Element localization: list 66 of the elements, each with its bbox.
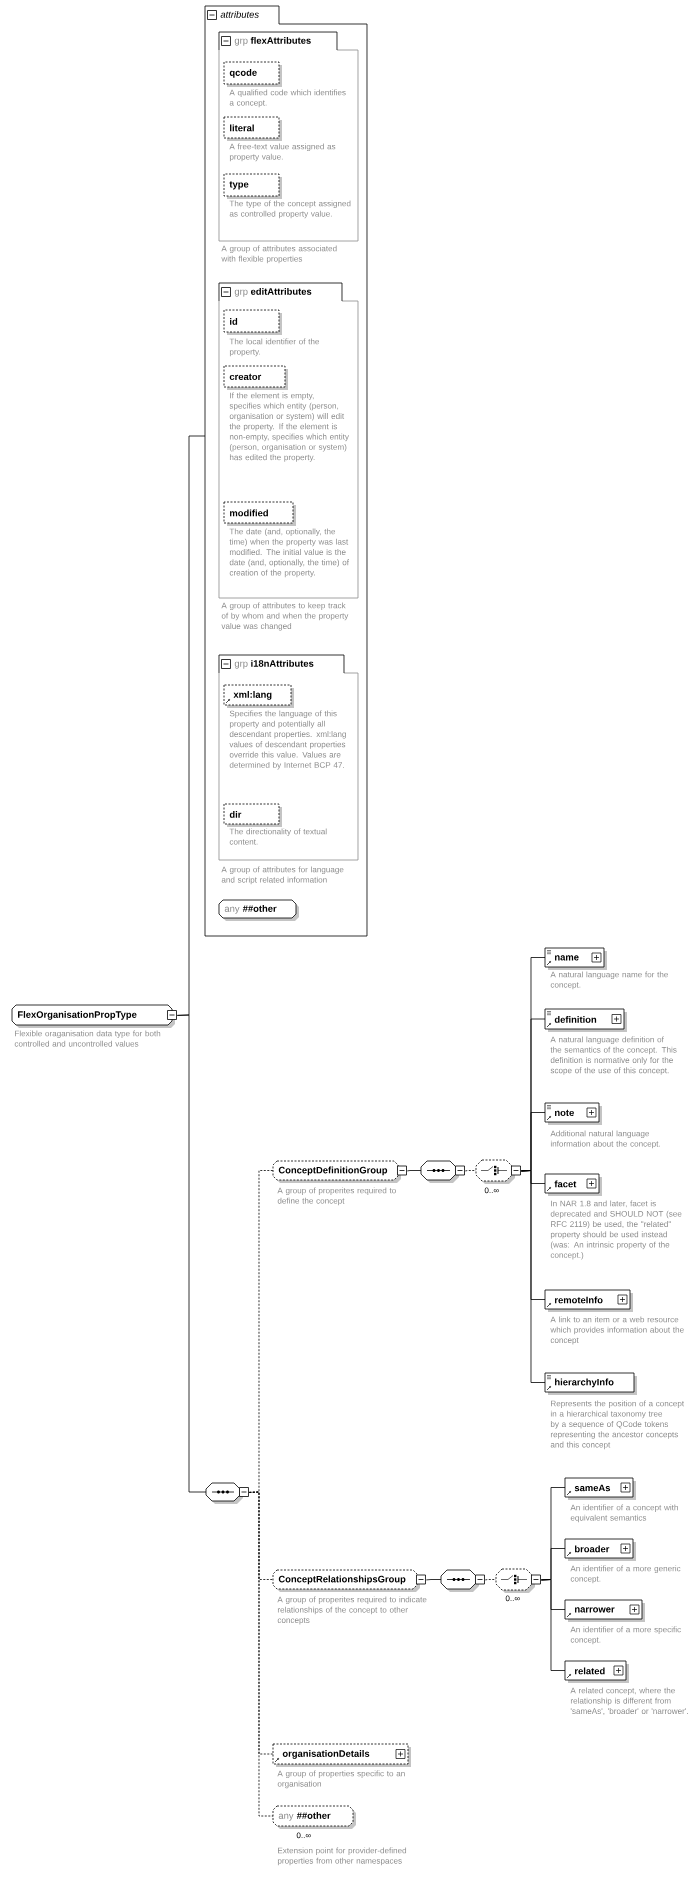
description: Represents the position of a concept in a hierarchical taxonomy tree by a sequence of QCode tokens representing the ancestor concepts and this concept [550,1400,685,1450]
element-box: remoteInfo [544,1289,633,1312]
wildcard-box: any ##other [272,1805,356,1829]
description: A group of properites required to indicate relationships of the concept to other concepts [277,1596,427,1625]
connector [248,1491,274,1817]
connector [520,1170,546,1383]
description: A related concept, where the relationship is different from 'sameAs', 'broader' or 'narrower'. [570,1687,688,1715]
description: If the element is empty, specifies which entity (person, organisation or system) will edit the property. If the element is non-empty, specifies which entity (person, organisation or system) has edited the property. [229,392,349,462]
wildcard-box: any ##other [218,899,299,921]
choice-symbol [495,1568,541,1593]
connector [540,1579,566,1671]
group-box: ConceptRelationshipsGroup [272,1569,426,1592]
attribute-box: dir [223,803,282,827]
element-box: definition [544,1008,627,1032]
description: The date (and, optionally, the time) when the property was last modified. The initial value is the date (and, optionally, the time) of creation of the property. [229,528,349,578]
description: A natural language name for the concept. [550,971,668,990]
element-box: note [544,1102,602,1125]
connector [176,1014,207,1493]
attribute-box: literal [223,116,282,141]
sequence-symbol [420,1160,465,1183]
element-box: broader [564,1538,636,1561]
description: A group of attributes associated with flexible properties [221,245,337,264]
type-box: FlexOrganisationPropType [11,1004,177,1028]
description: The directionality of textual content. [229,828,327,845]
multiplicity-label: 0..∞ [505,1595,520,1602]
attribute-box: qcode [223,61,282,87]
sequence-symbol [205,1482,249,1504]
group-box: ConceptDefinitionGroup [272,1160,407,1183]
element-box: narrower [564,1599,645,1622]
multiplicity-label: 0..∞ [484,1187,499,1194]
description: Extension point for provider-defined properties from other namespaces [277,1847,407,1866]
description: A natural language definition of the semantics of the concept. This definition is normative only for the scope of the use of this concept. [550,1036,677,1075]
element-box: hierarchyInfo [544,1372,637,1395]
element-box: sameAs [564,1477,636,1500]
description: A group of properties specific to an organisation [277,1770,405,1789]
connector [406,1170,422,1172]
element-box: related [564,1660,629,1683]
attribute-box: id [223,309,282,335]
choice-symbol [475,1159,521,1184]
attribute-box: type [223,173,282,199]
description: An identifier of a more generic concept. [570,1565,681,1584]
description: A group of attributes to keep track of by whom and when the property value was changed [221,602,349,631]
description: An identifier of a concept with equivalent semantics [570,1504,678,1523]
connector [425,1579,442,1581]
sequence-symbol [440,1569,485,1592]
attribute-box: creator [223,365,288,390]
attribute-box: xml:lang [223,684,294,708]
description: An identifier of a more specific concept. [570,1626,681,1645]
description: A free-text value assigned as property value. [229,143,336,162]
description: A qualified code which identifies a concept. [229,89,346,108]
element-box: facet [544,1173,602,1196]
attribute-box: modified [223,501,296,526]
element-box: organisationDetails [272,1743,411,1767]
description: Additional natural language information about the concept. [550,1130,660,1149]
description: In NAR 1.8 and later, facet is deprecated and SHOULD NOT (see RFC 2119) be used, the "related" property should be used instead (was: An intrinsic property of the concept.) [550,1200,682,1260]
description: A group of attributes for language and script related information [221,866,344,885]
description: A link to an item or a web resource which provides information about the concept [550,1316,684,1345]
description: Specifies the language of this property and potentially all descendant properties. xml:lang values of descendant properties override this value. Values are determined by Internet BCP 47. [229,710,346,770]
multiplicity-label: 0..∞ [296,1832,311,1839]
description: The type of the concept assigned as controlled property value. [229,200,351,219]
connector [464,1170,477,1172]
element-box: name [544,947,607,970]
description: A group of properites required to define the concept [277,1187,396,1206]
connector [484,1579,497,1581]
description: The local identifier of the property. [229,338,320,357]
description: Flexible oraganisation data type for both controlled and uncontrolled values [14,1030,161,1047]
